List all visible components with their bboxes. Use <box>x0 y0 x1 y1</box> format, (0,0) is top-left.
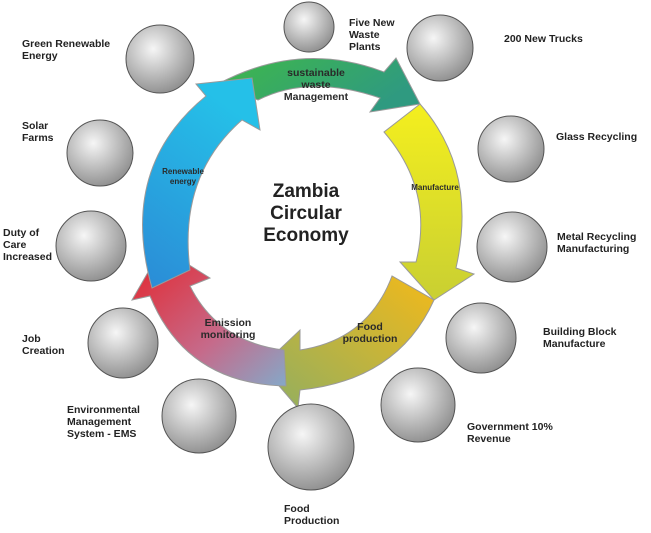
photo-green-energy <box>125 24 195 94</box>
photo-solar <box>66 119 134 187</box>
arrow-sustainable-waste <box>216 57 421 113</box>
cycle-ring <box>130 57 476 410</box>
arrow-emission-monitoring <box>130 247 287 387</box>
photo-revenue <box>380 367 456 443</box>
label-government-revenue: Government 10% Revenue <box>467 421 553 445</box>
segment-label-food-production: Food production <box>342 321 398 345</box>
segment-label-waste-management: sustainable waste Management <box>283 67 349 103</box>
photo-building <box>445 302 517 374</box>
label-200-new-trucks: 200 New Trucks <box>504 33 583 45</box>
photo-duty-care <box>55 210 127 282</box>
label-duty-of-care-increased: Duty of Care Increased <box>3 227 53 263</box>
segment-label-emission-monitoring: Emission monitoring <box>200 317 256 341</box>
photo-food <box>267 403 355 491</box>
label-food-production: Food Production <box>284 503 340 527</box>
center-title: Zambia Circular Economy <box>263 181 349 246</box>
label-metal-recycling: Metal Recycling Manufacturing <box>557 231 637 255</box>
photo-waste-plants <box>283 1 335 53</box>
label-building-block-manufacture: Building Block Manufacture <box>543 326 617 350</box>
photo-trucks <box>406 14 474 82</box>
label-solar-farms: Solar Farms <box>22 120 54 144</box>
photo-ems <box>161 378 237 454</box>
label-job-creation: Job Creation <box>22 333 65 357</box>
arrow-renewable-energy <box>142 77 261 289</box>
label-glass-recycling: Glass Recycling <box>556 131 638 143</box>
segment-label-renewable-energy: Renewable energy <box>162 167 204 186</box>
label-five-new-waste-plants: Five New Waste Plants <box>349 17 395 53</box>
photo-metal <box>476 211 548 283</box>
arrow-manufacture <box>383 103 476 301</box>
photo-job <box>87 307 159 379</box>
arrow-food-production <box>261 275 435 410</box>
label-green-renewable-energy: Green Renewable Energy <box>22 38 111 62</box>
label-ems: Environmental Management System - EMS <box>67 404 140 440</box>
photo-discs <box>55 1 548 491</box>
photo-glass <box>477 115 545 183</box>
segment-label-manufacture: Manufacture <box>411 183 459 192</box>
